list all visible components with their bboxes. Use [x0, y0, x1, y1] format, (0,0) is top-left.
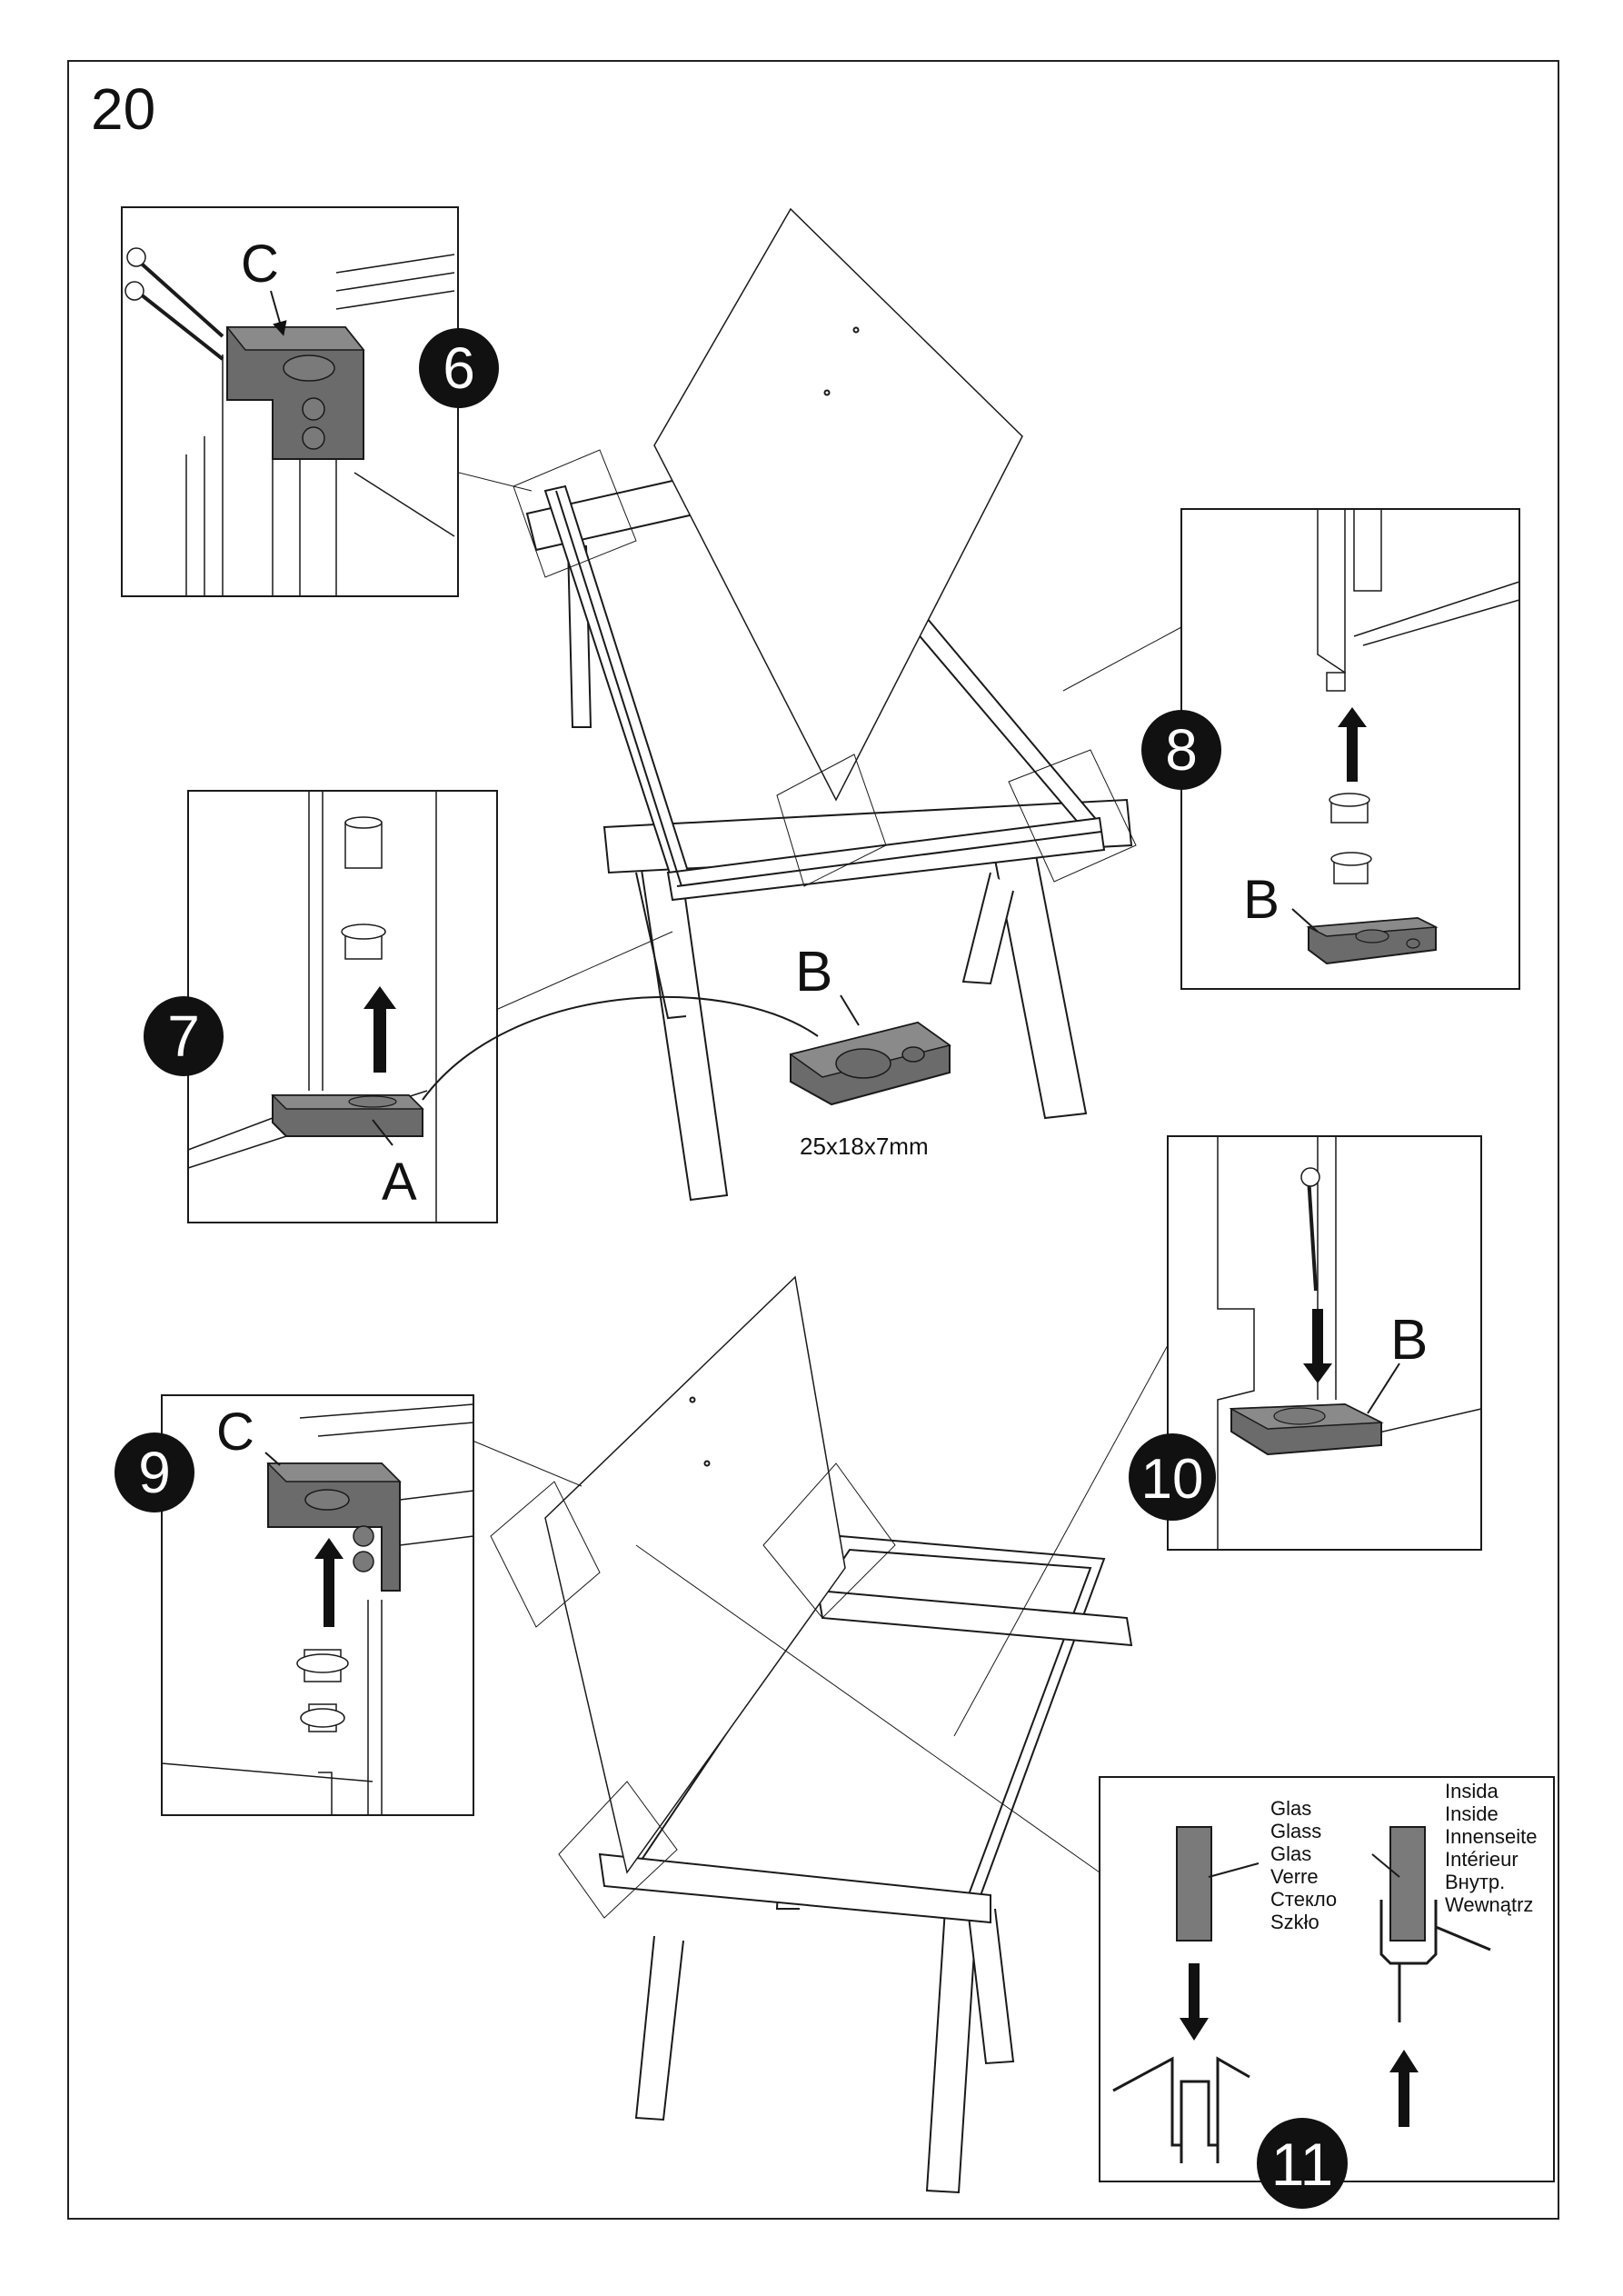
glass-strip-left — [1176, 1826, 1212, 1942]
inset-step-8: B 8 — [1141, 508, 1520, 990]
legend-glass-2: Glass — [1270, 1820, 1321, 1842]
step-10-number: 10 — [1141, 1448, 1204, 1511]
part-b-label: B — [795, 941, 832, 1003]
legend-glass-6: Szkło — [1270, 1911, 1319, 1933]
step-11-badge — [1257, 2118, 1348, 2209]
legend-inside-6: Wewnątrz — [1445, 1893, 1533, 1916]
step-8-badge — [1141, 710, 1221, 790]
inset-step-10: B 10 — [1129, 1135, 1482, 1551]
page-frame — [67, 60, 1559, 2220]
step-6-number: 6 — [443, 335, 475, 401]
legend-glass-3: Glas — [1270, 1842, 1311, 1865]
legend-glass-5: Стекло — [1270, 1888, 1337, 1911]
easel-top — [458, 207, 1182, 1202]
easel-bottom — [472, 1275, 1169, 2194]
legend-inside-1: Insida — [1445, 1780, 1499, 1802]
step-10-badge — [1129, 1433, 1216, 1521]
legend-inside-5: Внутр. — [1445, 1871, 1505, 1893]
part-b-label-step8: B — [1243, 869, 1279, 930]
part-c-label-step9: C — [216, 1403, 254, 1462]
step-8-number: 8 — [1165, 717, 1198, 783]
inset-step-9: C 9 — [115, 1394, 474, 1816]
legend-inside-3: Innenseite — [1445, 1825, 1538, 1848]
inset-step-11: Glas Glass Glas Verre Стекло Szkło Insid… — [1099, 1776, 1555, 2209]
legend-glass-4: Verre — [1270, 1865, 1319, 1888]
page-number: 20 — [91, 76, 156, 142]
inset-step-7: A 7 — [144, 790, 819, 1223]
part-b-dimensions: 25x18x7mm — [800, 1133, 929, 1160]
step-11-number: 11 — [1271, 2131, 1334, 2198]
step-9-badge — [115, 1433, 194, 1512]
part-b-label-step10: B — [1390, 1309, 1428, 1372]
legend-glass-1: Glas — [1270, 1797, 1311, 1820]
legend-inside-2: Inside — [1445, 1802, 1499, 1825]
part-c-label-step6: C — [241, 235, 279, 294]
step-6-badge — [419, 328, 499, 408]
inset-step-6: C 6 — [121, 206, 499, 597]
glass-strip-right — [1389, 1826, 1426, 1942]
part-b-detail: B 25x18x7mm — [789, 941, 951, 1160]
step-7-badge — [144, 996, 224, 1076]
part-a-label: A — [382, 1153, 417, 1212]
legend-inside-4: Intérieur — [1445, 1848, 1518, 1871]
step-7-number: 7 — [167, 1003, 200, 1069]
step-9-number: 9 — [138, 1440, 171, 1505]
